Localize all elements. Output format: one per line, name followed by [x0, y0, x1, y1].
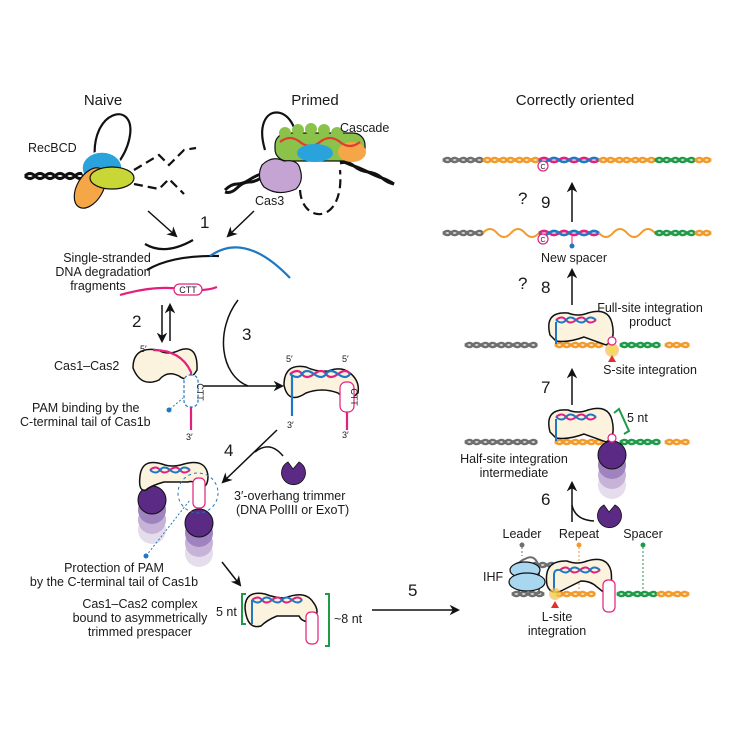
svg-text:5′: 5′	[342, 354, 349, 364]
protection-label-1: Protection of PAM	[64, 561, 164, 575]
protection-label-2: by the C-terminal tail of Cas1b	[30, 575, 198, 589]
cas1-cas2-label: Cas1–Cas2	[54, 359, 119, 373]
pam-ctt	[173, 283, 203, 296]
c-mark	[537, 160, 549, 172]
recbcd-complex: RecBCD	[23, 113, 197, 209]
cas3-label: Cas3	[255, 194, 284, 208]
ssdna-dashed	[298, 169, 342, 216]
repeat-label: Repeat	[559, 527, 600, 541]
three-prime-label: 3′	[186, 432, 193, 442]
bracket-5nt-right	[613, 407, 631, 435]
five-prime-label: 5′	[140, 344, 147, 354]
eight-nt-label: ~8 nt	[334, 612, 363, 626]
recd-subunit	[89, 166, 135, 190]
new-spacer-label: New spacer	[541, 251, 607, 265]
step-3: 3	[242, 325, 251, 344]
crispr-array-final: C	[442, 156, 712, 172]
bracket-8nt	[325, 593, 330, 647]
svg-text:CTT: CTT	[349, 388, 359, 406]
spacer-label: Spacer	[623, 527, 663, 541]
question-mark-9: ?	[518, 189, 527, 208]
recbcd-label: RecBCD	[28, 141, 77, 155]
five-nt-label: 5 nt	[216, 605, 237, 619]
header-naive: Naive	[84, 92, 122, 109]
step-5: 5	[408, 581, 417, 600]
svg-text:5′: 5′	[286, 354, 293, 364]
trimmed-prespacer-complex	[241, 592, 330, 647]
l-site-label-2: integration	[528, 624, 586, 638]
cascade-label: Cascade	[340, 121, 389, 135]
svg-text:3′: 3′	[287, 420, 294, 430]
cas8-blue	[297, 144, 333, 162]
step-6: 6	[541, 490, 550, 509]
bracket-5nt	[241, 593, 246, 625]
l-site-label-1: L-site	[542, 610, 573, 624]
complex-label-3: trimmed prespacer	[88, 625, 192, 639]
pam-binding-pointer	[169, 397, 184, 410]
trimmer-icon	[281, 461, 306, 485]
l-site-integration-complex	[508, 556, 690, 613]
arrow-step4	[221, 429, 278, 484]
complex-label-2: bound to asymmetrically	[73, 611, 209, 625]
s-site-label: S-site integration	[603, 363, 697, 377]
half-site-label-2: intermediate	[480, 466, 549, 480]
ssdna-fragments: CTT	[119, 239, 291, 297]
step-7: 7	[541, 378, 550, 397]
header-primed: Primed	[291, 92, 339, 109]
full-site-label-1: Full-site integration	[597, 301, 703, 315]
arrow-primed-to-fragments	[226, 210, 255, 238]
pam-binding-label-2: C-terminal tail of Cas1b	[20, 415, 151, 429]
step-1: 1	[200, 213, 209, 232]
protection-circle	[177, 472, 219, 514]
half-site-integration-complex	[464, 407, 691, 499]
pam-binding-label-1: PAM binding by the	[32, 401, 140, 415]
ihf-label: IHF	[483, 570, 504, 584]
cas1-cas2-ssdna-complex: CTT 5′ 3′	[132, 344, 205, 442]
step-2: 2	[132, 312, 141, 331]
step-9: 9	[541, 193, 550, 212]
trimmer-icon-right	[597, 504, 622, 528]
ssdna-label-3: fragments	[70, 279, 126, 293]
step-8: 8	[541, 278, 550, 297]
s-site-marker	[608, 355, 616, 362]
leader-label: Leader	[503, 527, 542, 541]
svg-text:C: C	[540, 237, 545, 244]
dna-loop	[93, 113, 132, 169]
svg-text:CTT: CTT	[195, 383, 205, 401]
arrow-to-trimmed	[221, 561, 242, 587]
ssdna-fragments-dashed	[133, 146, 197, 171]
trimming-complex	[137, 461, 219, 567]
svg-text:CTT: CTT	[179, 285, 197, 295]
step-4: 4	[224, 441, 233, 460]
full-site-label-2: product	[629, 315, 671, 329]
question-mark-8: ?	[518, 274, 527, 293]
header-correctly-oriented: Correctly oriented	[516, 92, 634, 109]
svg-text:3′: 3′	[342, 430, 349, 440]
half-site-label-1: Half-site integration	[460, 452, 568, 466]
svg-text:C: C	[540, 164, 545, 171]
five-nt-right-label: 5 nt	[627, 411, 648, 425]
cas1-cas2-duplex-complex: CTT 5′ 5′ 3′ 3′	[283, 354, 360, 440]
complex-label-1: Cas1–Cas2 complex	[82, 597, 198, 611]
ssdna-label-2: DNA degradation	[55, 265, 150, 279]
trimmer-label-1: 3′-overhang trimmer	[234, 489, 345, 503]
arrow-step3-curve	[222, 299, 249, 387]
crispr-array-gapped: C	[442, 228, 712, 249]
ssdna-label-1: Single-stranded	[63, 251, 151, 265]
arrow-naive-to-fragments	[147, 210, 178, 238]
cascade-cas3-complex: Cascade Cas3	[223, 111, 395, 216]
trimmer-label-2: (DNA PolIII or ExoT)	[236, 503, 349, 517]
l-site-marker	[551, 601, 559, 608]
cas3-protein	[258, 158, 302, 194]
crrna	[279, 136, 361, 148]
full-site-integration-complex	[464, 310, 691, 362]
